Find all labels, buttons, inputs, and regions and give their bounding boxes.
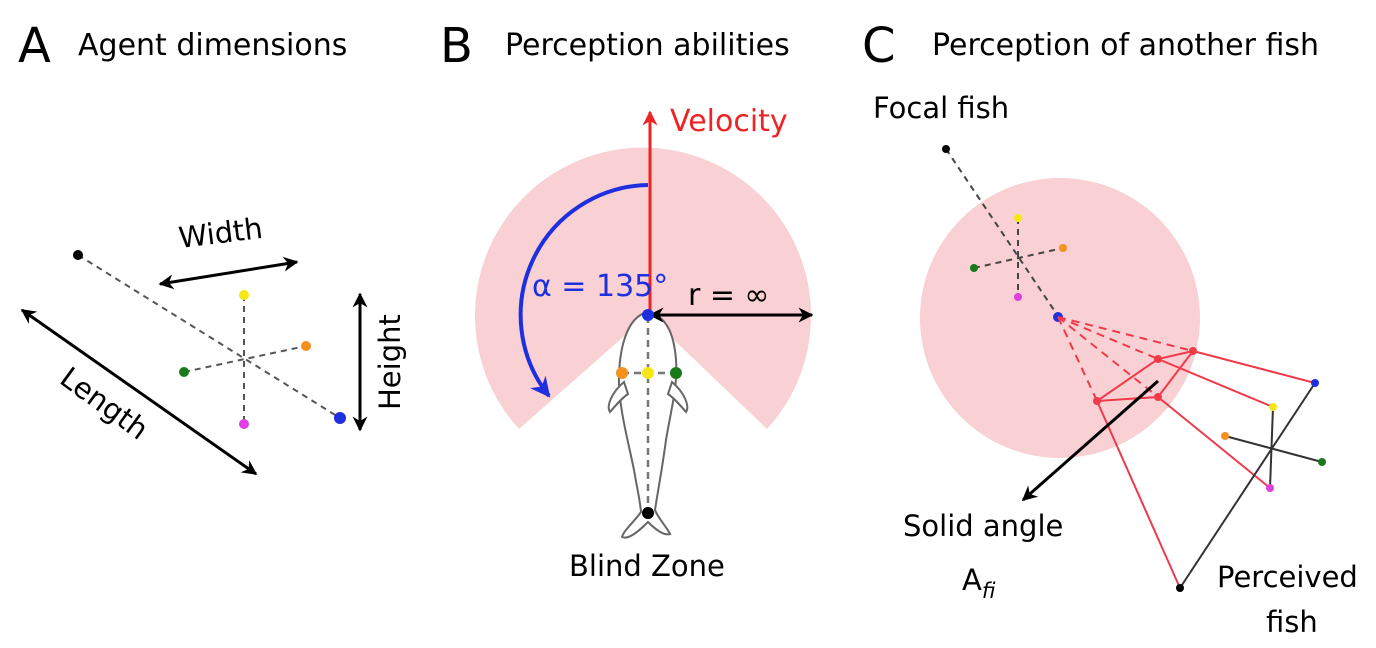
- panel-a: A Agent dimensions Width Height Length: [18, 18, 407, 476]
- tail-marker: [73, 250, 83, 260]
- velocity-label: Velocity: [670, 104, 788, 139]
- field-of-view: [475, 147, 812, 429]
- top-marker: [642, 367, 654, 379]
- height-label: Height: [373, 314, 407, 410]
- perceived-head-marker: [1311, 379, 1319, 387]
- width-label: Width: [177, 211, 265, 255]
- focal-tail-marker: [942, 145, 950, 153]
- perceived-left-marker: [1221, 432, 1229, 440]
- focal-fish-skeleton: [945, 148, 1064, 317]
- perceived-fish-label-line2: fish: [1266, 605, 1318, 639]
- blind-zone-label: Blind Zone: [569, 549, 725, 583]
- projection-point: [1189, 347, 1197, 355]
- focal-right-marker: [970, 264, 978, 272]
- angle-label: α = 135°: [532, 269, 668, 304]
- width-arrow: [158, 256, 299, 290]
- angle-arc: [518, 183, 649, 398]
- panel-c-title: Perception of another fish: [932, 28, 1319, 63]
- projection-point: [1154, 393, 1162, 401]
- perceived-tail-marker: [1176, 584, 1184, 592]
- head-marker: [642, 309, 654, 321]
- perceived-bottom-marker: [1266, 484, 1274, 492]
- focal-fish-label: Focal fish: [873, 91, 1009, 125]
- top-marker: [239, 290, 249, 300]
- solid-angle-label: Solid angle: [903, 509, 1063, 543]
- length-arrow: [20, 308, 258, 476]
- solid-angle-symbol: Afi: [962, 563, 996, 603]
- focal-top-marker: [1014, 214, 1022, 222]
- solid-angle-arrow: [1021, 379, 1159, 502]
- radius-label: r = ∞: [688, 278, 770, 313]
- tail-marker: [642, 507, 654, 519]
- panel-c-letter: C: [862, 18, 896, 74]
- panel-a-letter: A: [18, 18, 51, 74]
- panel-a-title: Agent dimensions: [78, 28, 347, 63]
- perceived-fish-skeleton: [1179, 382, 1323, 589]
- left-marker: [301, 341, 311, 351]
- projection-point: [1093, 397, 1101, 405]
- length-label: Length: [54, 360, 155, 446]
- solid-angle-rays: [1057, 316, 1194, 402]
- perceived-right-marker: [1318, 458, 1326, 466]
- left-marker: [616, 367, 628, 379]
- panel-b-title: Perception abilities: [505, 28, 790, 63]
- right-marker: [179, 367, 189, 377]
- head-marker: [334, 412, 346, 424]
- perceived-top-marker: [1269, 403, 1277, 411]
- right-marker: [670, 367, 682, 379]
- focal-bottom-marker: [1014, 293, 1022, 301]
- perceived-fish-label-line1: Perceived: [1217, 560, 1358, 594]
- panel-b-letter: B: [440, 18, 473, 74]
- bottom-marker: [239, 419, 249, 429]
- panel-b: B Perception abilities Velocity α = 135°…: [440, 18, 814, 583]
- projection-point: [1154, 355, 1162, 363]
- panel-c: C Perception of another fish Focal fish: [862, 18, 1358, 639]
- focal-left-marker: [1059, 244, 1067, 252]
